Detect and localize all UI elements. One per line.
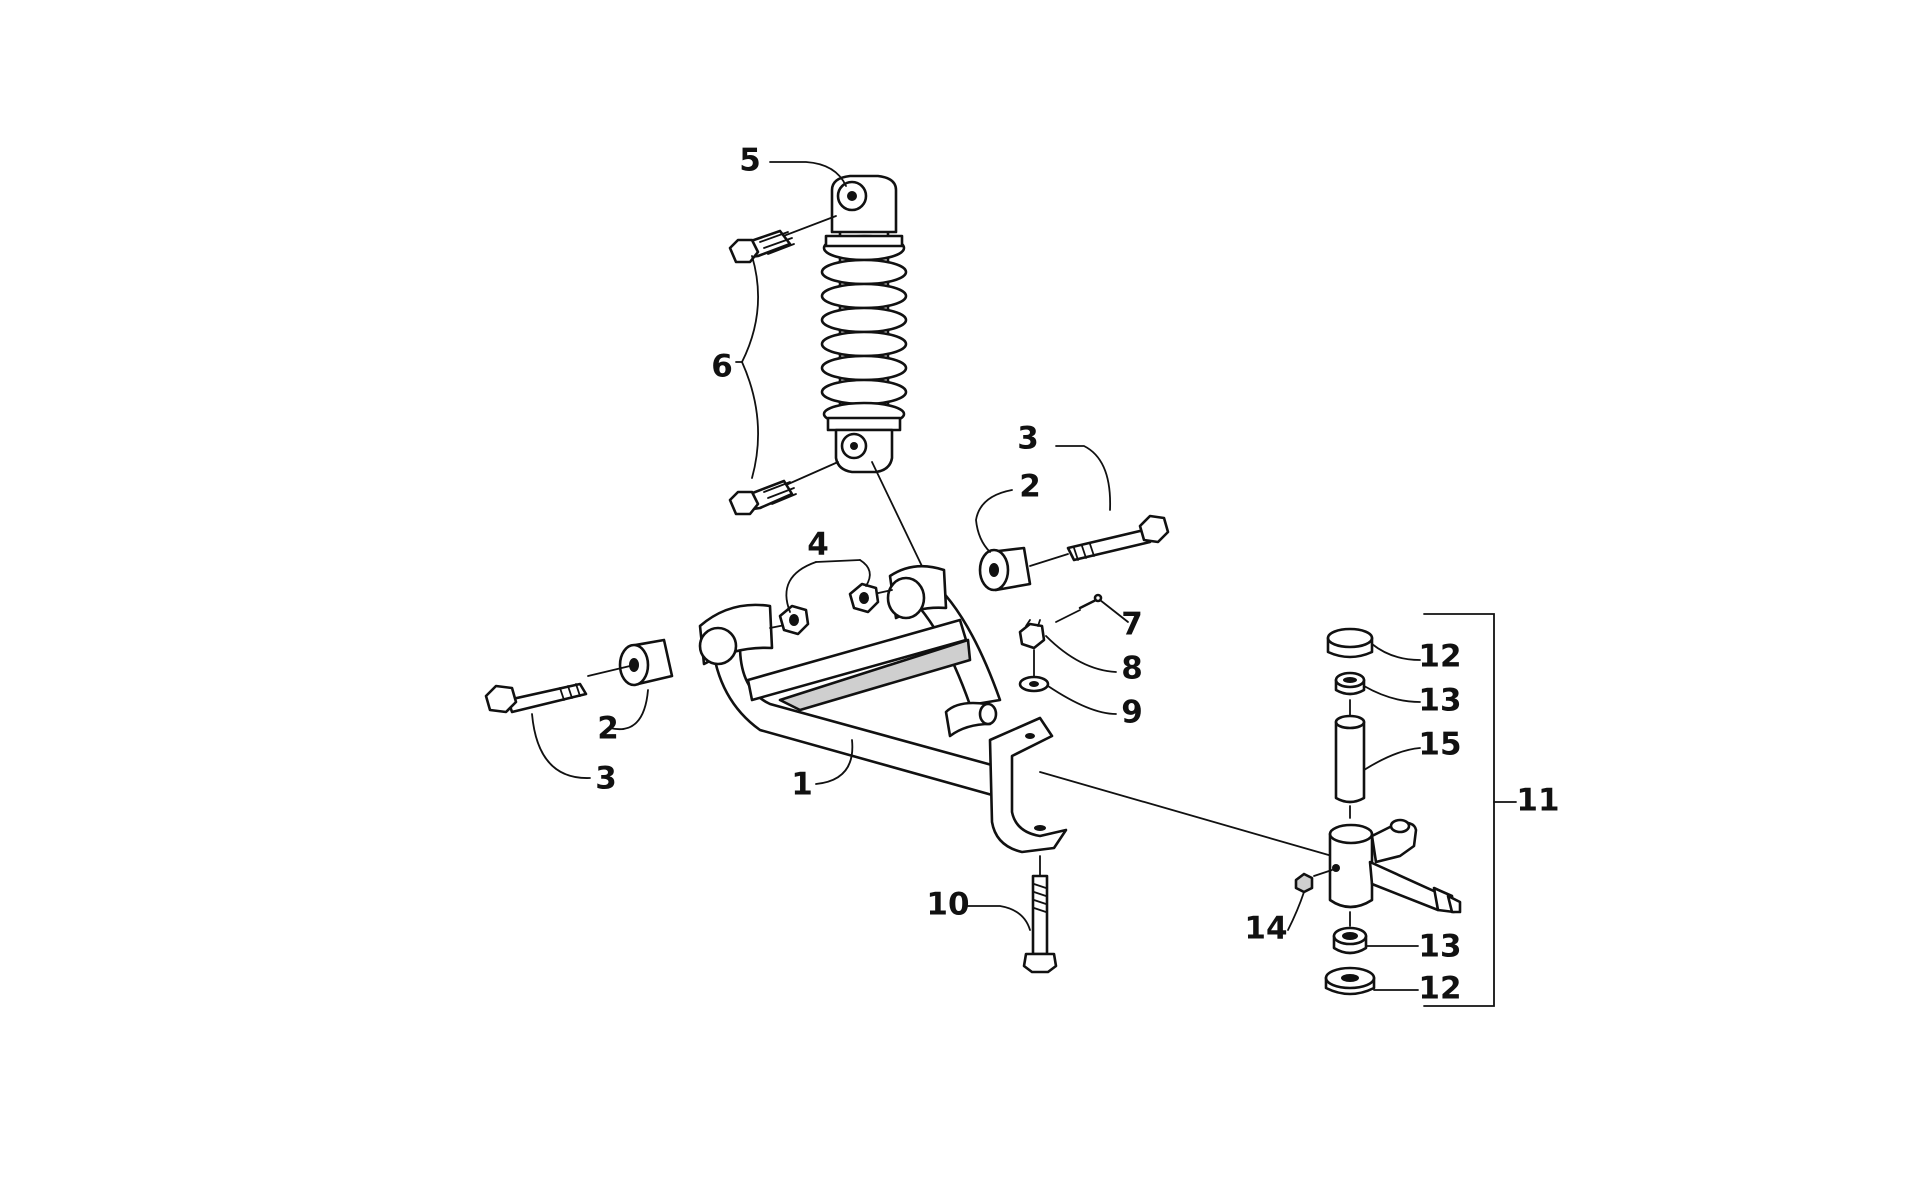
spindle-bearing-lower: [1332, 926, 1368, 955]
callout-5: 5: [739, 143, 761, 179]
callout-12-lower: 12: [1418, 971, 1461, 1007]
bushing-right: [978, 546, 1032, 592]
shock-absorber: [820, 174, 908, 474]
leader-lines: [531, 161, 1517, 1007]
callout-2-left: 2: [597, 711, 619, 747]
spindle-cap-upper: [1326, 627, 1374, 659]
shock-bolt-upper: [728, 215, 837, 264]
a-arm-bolt-left: [484, 665, 631, 714]
callout-7: 7: [1121, 607, 1143, 643]
spindle-assembly: [1294, 627, 1462, 996]
steering-knuckle: [1328, 818, 1462, 914]
callout-9: 9: [1121, 695, 1143, 731]
callout-13-upper: 13: [1418, 683, 1461, 719]
callout-8: 8: [1121, 651, 1143, 687]
callout-3-right: 3: [1017, 421, 1039, 457]
shock-bolt-lower: [728, 461, 839, 516]
spindle-sleeve: [1334, 714, 1366, 804]
callout-15: 15: [1418, 727, 1461, 763]
callout-6: 6: [711, 349, 733, 385]
callout-14: 14: [1244, 911, 1287, 947]
grease-fitting: [1294, 869, 1333, 894]
callout-4: 4: [807, 527, 829, 563]
callout-labels: 5 6 3 2 4 7 8 9 2 3 1 10 12 13 15 11 14 …: [595, 143, 1559, 1007]
spindle-bearing-upper: [1334, 671, 1366, 696]
a-arm: [698, 564, 1068, 854]
a-arm-bolt-right: [1029, 514, 1170, 567]
washer: [1018, 649, 1050, 693]
callout-12-upper: 12: [1418, 639, 1461, 675]
coil-spring: [820, 234, 908, 432]
callout-3-left: 3: [595, 761, 617, 797]
spindle-cap-lower: [1324, 966, 1376, 996]
callout-13-lower: 13: [1418, 929, 1461, 965]
cotter-pin: [1055, 593, 1103, 623]
callout-11: 11: [1516, 783, 1559, 819]
nut-left: [769, 604, 810, 636]
callout-2-right: 2: [1019, 469, 1041, 505]
nut-right: [848, 582, 893, 614]
callout-1: 1: [791, 767, 813, 803]
castle-nut: [1018, 619, 1046, 650]
bushing-left: [618, 638, 674, 687]
callout-10: 10: [926, 887, 969, 923]
ball-joint-bolt: [1022, 855, 1058, 974]
